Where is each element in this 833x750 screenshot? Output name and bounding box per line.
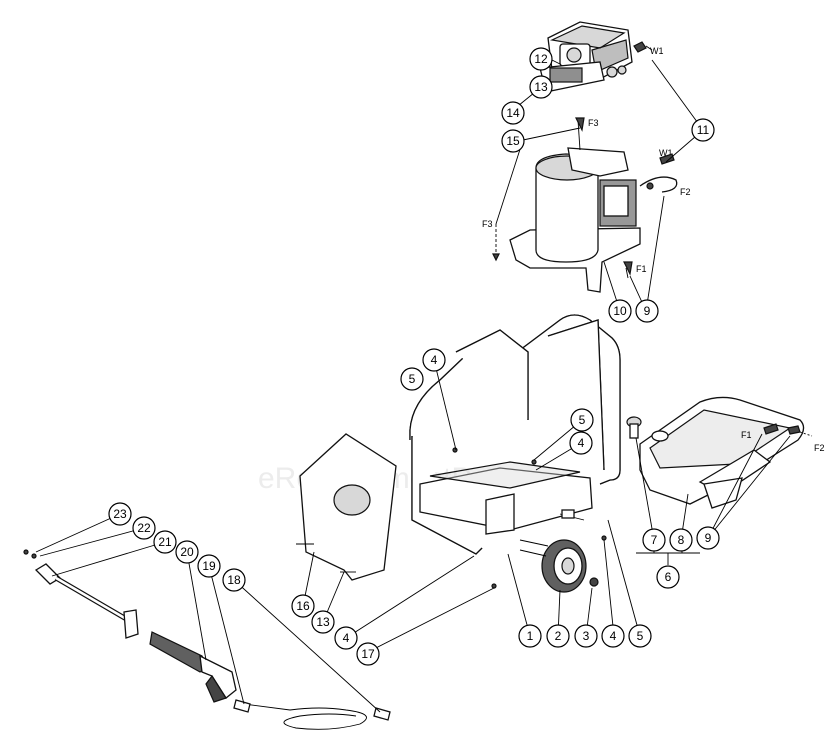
spray-gun bbox=[149, 631, 237, 703]
leader-lines bbox=[35, 58, 791, 713]
callout-19: 19 bbox=[197, 554, 221, 578]
svg-text:17: 17 bbox=[361, 647, 375, 661]
callout-2: 2 bbox=[546, 624, 570, 648]
callout-13-top: 13 bbox=[529, 75, 553, 99]
callout-5-frame-right: 5 bbox=[570, 408, 594, 432]
svg-text:14: 14 bbox=[506, 106, 520, 120]
callout-11: 11 bbox=[691, 118, 715, 142]
callout-5-frame-top: 5 bbox=[400, 367, 424, 391]
callout-18: 18 bbox=[222, 568, 246, 592]
label-w1-top: W1 bbox=[650, 46, 664, 56]
callout-1: 1 bbox=[518, 624, 542, 648]
svg-text:9: 9 bbox=[705, 531, 712, 545]
callout-10: 10 bbox=[608, 299, 632, 323]
label-f3-left: F3 bbox=[482, 219, 493, 229]
svg-text:19: 19 bbox=[202, 559, 216, 573]
svg-text:20: 20 bbox=[180, 545, 194, 559]
svg-text:10: 10 bbox=[613, 304, 627, 318]
callout-7: 7 bbox=[642, 528, 666, 552]
frame-cart bbox=[409, 314, 621, 555]
label-f1-mid: F1 bbox=[636, 264, 647, 274]
fitting-w1-top bbox=[633, 41, 653, 53]
svg-text:9: 9 bbox=[644, 304, 651, 318]
svg-text:22: 22 bbox=[137, 521, 151, 535]
callout-5-wheel: 5 bbox=[628, 624, 652, 648]
svg-text:7: 7 bbox=[651, 533, 658, 547]
spray-wand bbox=[23, 549, 139, 639]
svg-text:13: 13 bbox=[534, 80, 548, 94]
callout-21: 21 bbox=[153, 530, 177, 554]
label-f2-mid: F2 bbox=[680, 187, 691, 197]
svg-text:8: 8 bbox=[678, 533, 685, 547]
svg-text:6: 6 bbox=[665, 570, 672, 584]
svg-text:21: 21 bbox=[158, 535, 172, 549]
hose bbox=[233, 699, 391, 730]
svg-text:13: 13 bbox=[316, 615, 330, 629]
svg-text:4: 4 bbox=[343, 631, 350, 645]
wheel-assembly bbox=[519, 539, 599, 593]
callout-4-bottom: 4 bbox=[334, 626, 358, 650]
callout-9-top: 9 bbox=[635, 299, 659, 323]
burner-coil-assembly bbox=[492, 117, 678, 293]
svg-text:3: 3 bbox=[583, 629, 590, 643]
callout-14: 14 bbox=[501, 101, 525, 125]
callout-4-frame-right: 4 bbox=[569, 431, 593, 455]
callout-20: 20 bbox=[175, 540, 199, 564]
svg-text:1: 1 bbox=[527, 629, 534, 643]
side-shroud bbox=[296, 433, 397, 581]
svg-text:4: 4 bbox=[431, 353, 438, 367]
callout-15: 15 bbox=[501, 129, 525, 153]
callout-8: 8 bbox=[669, 528, 693, 552]
svg-text:18: 18 bbox=[227, 573, 241, 587]
callout-3: 3 bbox=[574, 624, 598, 648]
callout-4-wheel: 4 bbox=[601, 624, 625, 648]
callout-22: 22 bbox=[132, 516, 156, 540]
label-f3-top: F3 bbox=[588, 118, 599, 128]
label-f2-tank: F2 bbox=[814, 443, 825, 453]
svg-text:2: 2 bbox=[555, 629, 562, 643]
callout-4-frame-top: 4 bbox=[422, 348, 446, 372]
svg-text:11: 11 bbox=[697, 123, 710, 137]
callout-9-tank: 9 bbox=[696, 526, 720, 550]
label-w1-mid: W1 bbox=[659, 148, 673, 158]
callout-17: 17 bbox=[356, 642, 380, 666]
svg-text:4: 4 bbox=[578, 436, 585, 450]
fuel-tank bbox=[626, 396, 813, 509]
bracket-6 bbox=[636, 548, 700, 565]
svg-text:12: 12 bbox=[534, 52, 548, 66]
label-f1-tank: F1 bbox=[741, 430, 752, 440]
svg-text:4: 4 bbox=[610, 629, 617, 643]
svg-text:15: 15 bbox=[506, 134, 520, 148]
engine-pump-assembly bbox=[539, 21, 633, 93]
callout-23: 23 bbox=[108, 502, 132, 526]
callout-6: 6 bbox=[656, 565, 680, 589]
callout-12: 12 bbox=[529, 47, 553, 71]
svg-text:23: 23 bbox=[113, 507, 127, 521]
svg-text:5: 5 bbox=[409, 372, 416, 386]
svg-text:5: 5 bbox=[637, 629, 644, 643]
callout-13-shroud: 13 bbox=[311, 610, 335, 634]
svg-text:5: 5 bbox=[579, 413, 586, 427]
callout-16: 16 bbox=[291, 594, 315, 618]
svg-text:16: 16 bbox=[296, 599, 310, 613]
